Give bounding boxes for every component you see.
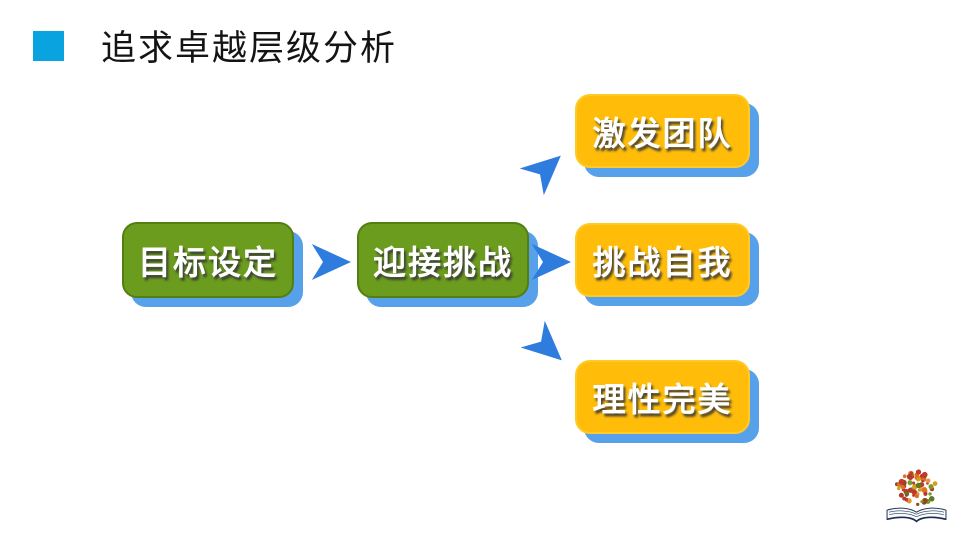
arrow-right-icon [531, 244, 571, 280]
flow-node-label: 理性完美 [592, 381, 733, 418]
flow-node-label: 激发团队 [592, 115, 733, 152]
flow-node-rational-perfect: 理性完美 [575, 360, 750, 434]
logo-dots [894, 469, 938, 507]
flow-node-meet-challenge: 迎接挑战 [357, 222, 529, 298]
flow-node-challenge-self: 挑战自我 [575, 223, 750, 297]
arrow-up-right-icon [519, 142, 573, 196]
flow-node-label: 目标设定 [138, 244, 278, 281]
title-bullet-square [33, 31, 64, 61]
slide-title: 追求卓越层级分析 [101, 29, 398, 68]
open-book-logo [884, 468, 949, 530]
flow-node-inspire-team: 激发团队 [575, 94, 750, 168]
flow-node-label: 迎接挑战 [373, 244, 513, 281]
arrow-down-right-icon [520, 320, 574, 374]
arrow-right-icon [311, 244, 351, 280]
flow-node-goal-setting: 目标设定 [122, 222, 294, 298]
flow-node-label: 挑战自我 [592, 244, 733, 281]
